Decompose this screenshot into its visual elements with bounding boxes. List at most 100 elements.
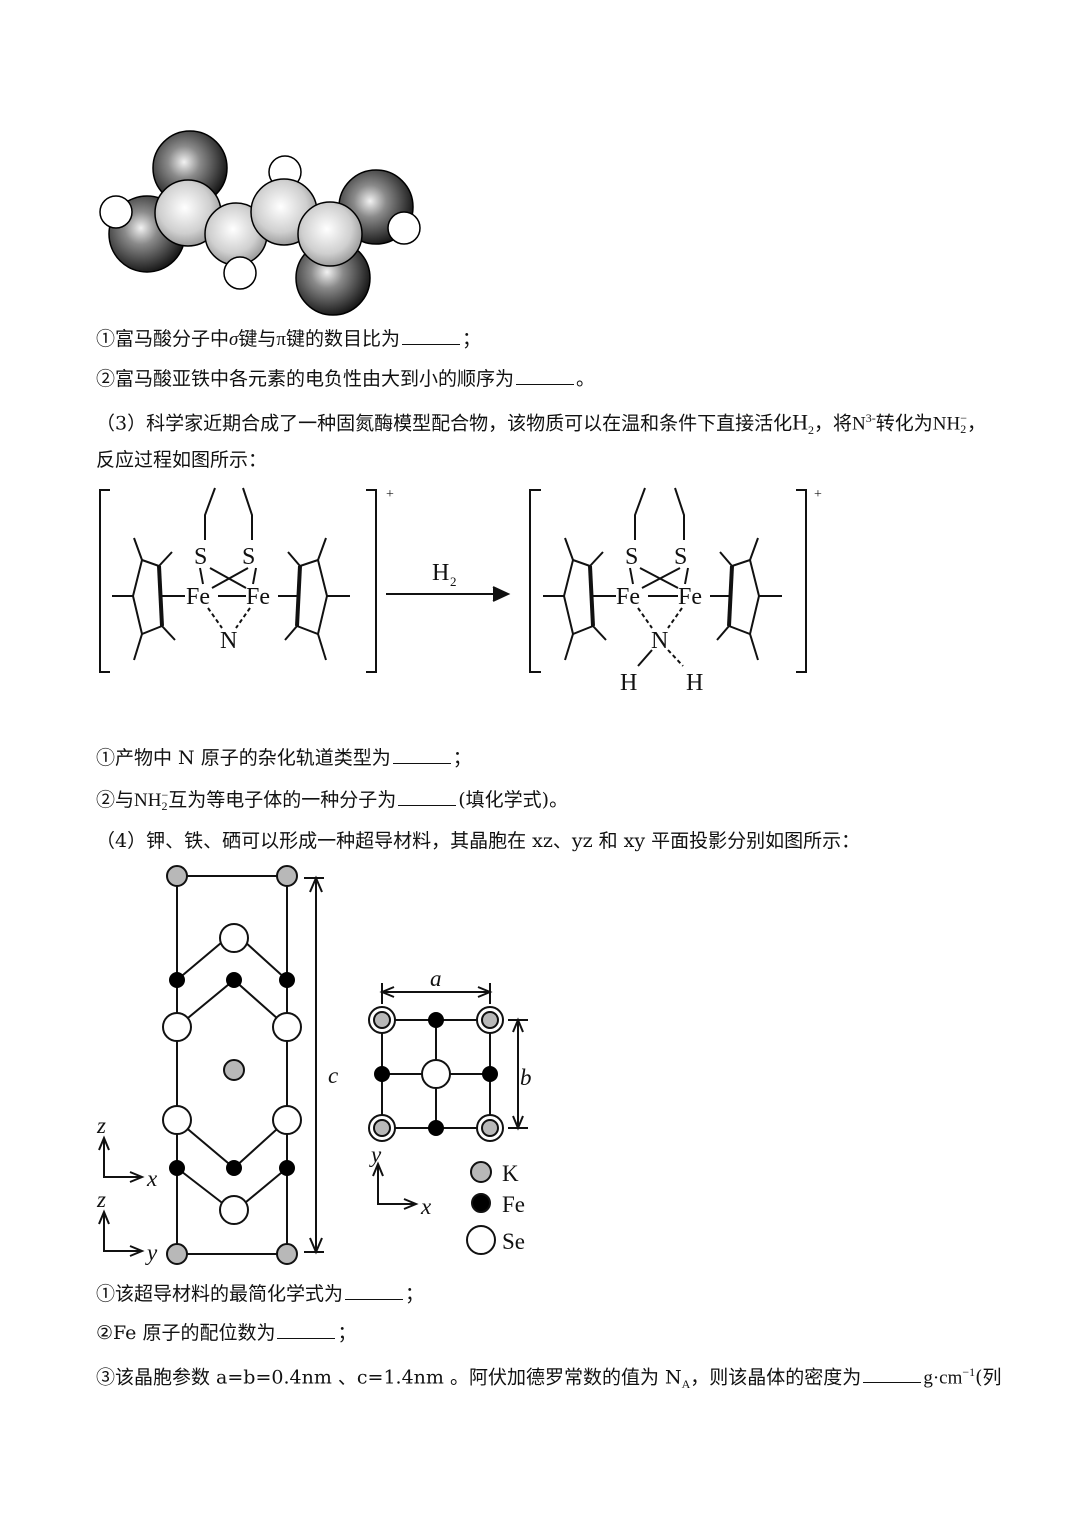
se-atom xyxy=(162,1105,192,1135)
se-atom xyxy=(421,1059,451,1089)
right-bracket-open xyxy=(529,489,541,673)
q2-sub1-text-b: 键与 xyxy=(238,328,277,350)
fe-atom xyxy=(374,1066,390,1082)
nh2-charge: − xyxy=(161,788,169,802)
legend-fe-label: Fe xyxy=(502,1192,525,1217)
se-atom xyxy=(219,1195,249,1225)
punct: ； xyxy=(337,1322,357,1344)
k-atom xyxy=(276,865,298,887)
label-b: b xyxy=(520,1065,532,1090)
nh2-formula: NH xyxy=(932,413,961,435)
hydrogen-atom xyxy=(223,256,257,290)
carbon-atom xyxy=(297,201,363,267)
answer-blank[interactable] xyxy=(398,787,457,806)
q4-intro: （4）钾、铁、硒可以形成一种超导材料，其晶胞在 xz、yz 和 xy 平面投影分… xyxy=(96,829,860,853)
legend xyxy=(466,1161,496,1255)
arrow-label-sub: 2 xyxy=(450,574,457,589)
axis-x-label: x xyxy=(420,1194,432,1219)
q3-sub2-end: (填化学式)。 xyxy=(458,789,569,811)
k-atom xyxy=(373,1119,391,1137)
q3-sub2-text-b: 互为等电子体的一种分子为 xyxy=(168,789,397,811)
iron-label: Fe xyxy=(186,584,210,610)
axis-x-label: x xyxy=(146,1166,158,1191)
q4-intro-text: （4）钾、铁、硒可以形成一种超导材料，其晶胞在 xz、yz 和 xy 平面投影分… xyxy=(96,830,861,852)
fe-atom xyxy=(169,1160,185,1176)
nh2-subscript: 2 xyxy=(161,799,168,813)
alkyl-chain-left-1 xyxy=(204,487,216,540)
sulfur-label: S xyxy=(242,544,255,570)
q3-intro-line2-text: 反应过程如图所示： xyxy=(96,449,268,471)
se-atom xyxy=(219,923,249,953)
nh2-charge: − xyxy=(960,411,967,426)
fe-atom xyxy=(226,972,242,988)
q4-sub2: ②Fe 原子的配位数为； xyxy=(96,1320,356,1345)
h2-subscript: 2 xyxy=(807,423,814,438)
hydrogen-label: H xyxy=(686,670,703,696)
answer-blank[interactable] xyxy=(516,366,575,385)
legend-se-swatch xyxy=(466,1225,496,1255)
nh2-formula: NH xyxy=(134,790,162,811)
q4-sub3: ③该晶胞参数 a=b=0.4nm 、c=1.4nm 。阿伏加德罗常数的值为 NA… xyxy=(96,1360,1002,1396)
nitrogen-label: N xyxy=(651,628,668,654)
axis-y-label: y xyxy=(369,1142,382,1167)
answer-blank[interactable] xyxy=(277,1320,336,1339)
hydrogen-atom xyxy=(99,195,133,229)
q3-intro-text-c: 转化为 xyxy=(875,412,933,435)
q3-intro-line2: 反应过程如图所示： xyxy=(96,448,267,472)
answer-blank[interactable] xyxy=(345,1281,404,1300)
punct: ； xyxy=(462,328,482,350)
h2-formula: H xyxy=(792,409,808,435)
legend-fe-swatch xyxy=(471,1193,491,1213)
sulfur-label: S xyxy=(194,544,207,570)
legend-k-swatch xyxy=(470,1161,492,1183)
n3-formula: N xyxy=(852,413,866,435)
arrow-label: H xyxy=(432,560,449,586)
q3-intro-text-b: ，将 xyxy=(813,412,852,435)
q4-sub3-end: (列 xyxy=(975,1366,1002,1389)
answer-blank[interactable] xyxy=(392,745,451,764)
k-atom xyxy=(481,1011,499,1029)
q2-sub2-text: ②富马酸亚铁中各元素的电负性由大到小的顺序为 xyxy=(96,368,515,390)
density-unit: g·cm xyxy=(923,1367,963,1389)
se-atom xyxy=(272,1012,302,1042)
answer-blank[interactable] xyxy=(863,1364,922,1384)
iron-label: Fe xyxy=(678,584,702,610)
answer-blank[interactable] xyxy=(402,326,461,345)
label-c: c xyxy=(328,1063,338,1088)
axis-y-label: y xyxy=(145,1240,158,1265)
q2-sub1: ①富马酸分子中σ键与π键的数目比为； xyxy=(96,326,481,352)
sigma-symbol: σ xyxy=(229,329,239,350)
k-atom xyxy=(166,1243,188,1265)
q4-sub1-text: ①该超导材料的最简化学式为 xyxy=(96,1283,344,1305)
legend-k-label: K xyxy=(502,1161,519,1186)
nitrogen-label: N xyxy=(220,628,237,654)
k-atom xyxy=(373,1011,391,1029)
axis-z-label: z xyxy=(96,1113,106,1138)
unit-cell-side xyxy=(176,875,288,1255)
cp-ring-right-1 xyxy=(278,537,350,661)
k-atom xyxy=(166,865,188,887)
punct: ； xyxy=(405,1283,425,1305)
q4-sub3-text: ③该晶胞参数 a=b=0.4nm 、c=1.4nm 。阿伏加德罗常数的值为 N xyxy=(96,1366,682,1389)
legend-se-label: Se xyxy=(502,1229,525,1254)
q2-sub2: ②富马酸亚铁中各元素的电负性由大到小的顺序为。 xyxy=(96,366,595,391)
fe-atom xyxy=(428,1012,444,1028)
alkyl-chain-right-2 xyxy=(674,487,685,540)
q4-sub1: ①该超导材料的最简化学式为 ； xyxy=(96,1281,424,1306)
sulfur-label: S xyxy=(674,544,687,570)
label-a: a xyxy=(430,966,442,991)
q3-intro-text: （3）科学家近期合成了一种固氮酶模型配合物，该物质可以在温和条件下直接活化 xyxy=(96,412,793,435)
na-subscript: A xyxy=(681,1377,691,1392)
q3-sub2-text: ②与 xyxy=(96,789,135,811)
nh2-subscript: 2 xyxy=(960,422,967,437)
se-atom xyxy=(162,1012,192,1042)
q2-sub1-text-c: 键的数目比为 xyxy=(286,328,401,350)
q4-sub3-text-b: ，则该晶体的密度为 xyxy=(690,1366,862,1389)
fe-atom xyxy=(279,972,295,988)
punct: ， xyxy=(966,412,986,435)
n3-charge: 3- xyxy=(865,411,876,425)
right-bracket-close xyxy=(796,489,807,673)
alkyl-chain-right-1 xyxy=(634,487,646,540)
k-atom xyxy=(481,1119,499,1137)
pi-symbol: π xyxy=(276,329,286,350)
